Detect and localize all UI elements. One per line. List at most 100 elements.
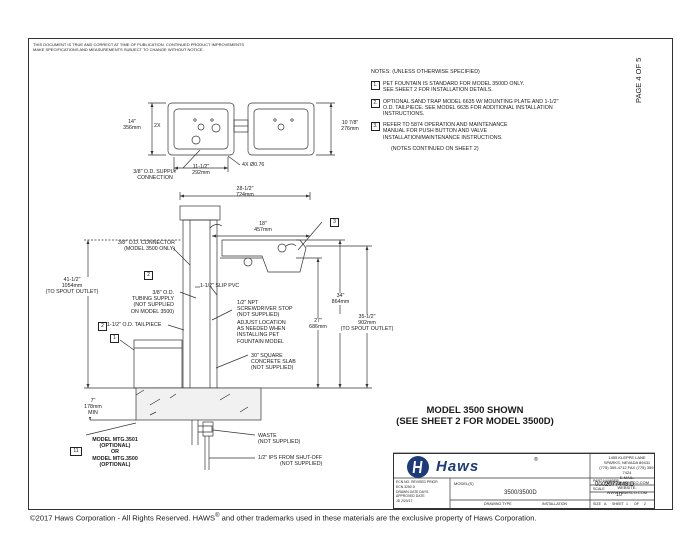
dim-inch: 34" [336, 293, 345, 299]
front-min-depth: 7" 178mm MIN [80, 398, 106, 417]
note-item-2: 2. OPTIONAL SAND TRAP MODEL 6635 W/ MOUN… [371, 98, 601, 118]
label-line: FOUNTAIN MODEL [237, 338, 284, 345]
label-line: 1/2" IPS FROM SHUT-OFF [258, 455, 323, 461]
disclaimer: THIS DOCUMENT IS TRUE AND CORRECT AT TIM… [33, 42, 293, 52]
front-tailpiece: 1-1/2" O.D. TAILPIECE [107, 322, 162, 328]
drawing-type-label: DRAWING TYPE [484, 502, 512, 506]
label-line: OR [111, 449, 119, 456]
of-value: 2 [644, 502, 646, 506]
label-line: (NOT SUPPLIED) [251, 365, 294, 372]
label-line: AS NEEDED WHEN [237, 326, 286, 333]
disclaimer-line: MAKE SPECIFICATIONS AND MEASUREMENTS SUB… [33, 47, 204, 52]
supply-line: CONNECTION [137, 175, 173, 182]
notes-title: NOTES: (UNLESS OTHERWISE SPECIFIED) [371, 69, 480, 75]
sand-trap [133, 339, 183, 389]
size-value: A [604, 502, 607, 506]
label-line: ON MODEL 3500) [130, 308, 174, 315]
front-slab: 30" SQUARE CONCRETE SLAB (NOT SUPPLIED) [251, 353, 296, 372]
label-line: MODEL MTG.3500 [92, 455, 138, 462]
notes-block: NOTES: (UNLESS OTHERWISE SPECIFIED) 1. P… [371, 69, 601, 152]
dim-inch: 10 7/8" [341, 120, 359, 126]
label-line: (NOT SUPPLIED) [237, 312, 280, 319]
part-label: PART NUMBER [593, 479, 619, 483]
address-line: E-MAIL: HAWS@HAWSCO.COM [604, 475, 650, 485]
registered-mark: ® [215, 513, 220, 519]
label-line: (OPTIONAL) [99, 461, 131, 468]
label-line: (NOT SUPPLIED [133, 302, 174, 309]
top-supply: 3/8" O.D. SUPPLY CONNECTION [120, 169, 190, 181]
haws-logo-icon [407, 456, 429, 478]
supply-line: 3/8" O.D. SUPPLY [133, 169, 177, 175]
dim-inch: 7" [90, 398, 96, 404]
front-ips: 1/2" IPS FROM SHUT-OFF (NOT SUPPLIED) [258, 455, 322, 467]
part-value: 0002077448.D [595, 482, 635, 488]
model-heading: MODEL 3500 SHOWN (SEE SHEET 2 FOR MODEL … [380, 405, 570, 427]
dim-inch: 35-1/2" [358, 314, 376, 320]
revision-row: DRAWN DATE DAYS [396, 489, 429, 494]
note-line: REFER TO 5874 OPERATION AND MAINTENANCE [383, 122, 508, 129]
label-line: INSTALLING PET [237, 332, 280, 339]
callout-tag: 2 [98, 322, 107, 331]
drawing-border [28, 38, 673, 510]
top-dim-count: 2X [154, 123, 161, 129]
label-line: (OPTIONAL) [99, 443, 131, 450]
label-line: CONCRETE SLAB [251, 359, 296, 366]
copyright-text: and other trademarks used in these mater… [221, 513, 537, 523]
top-view-bowl-right [247, 102, 315, 156]
front-width-total: 28-1/2" 724mm [230, 186, 260, 198]
label-line: WASTE [258, 433, 277, 439]
label-line: 3/8" O.D. CONNECTOR [117, 240, 175, 246]
front-width-18: 18" 457mm [248, 221, 278, 233]
dim-mm: 864mm [331, 299, 350, 306]
sheet-value: 1 [626, 502, 628, 506]
front-waste: WASTE (NOT SUPPLIED) [258, 433, 300, 445]
front-tubing: 3/8" O.D. TUBING SUPPLY (NOT SUPPLIED ON… [108, 290, 174, 315]
revision-row: APPROVED DATE [396, 494, 425, 499]
front-height-27: 27" 686mm [305, 318, 331, 331]
label-line: (MODEL 3500 ONLY) [124, 246, 175, 253]
note-line: INSTRUCTIONS. [383, 111, 425, 118]
front-npt: 1/2" NPT SCREWDRIVER STOP (NOT SUPPLIED) [237, 300, 293, 319]
note-line: O.D. TAILPIECE. SEE MODEL 6635 FOR ADDIT… [383, 104, 553, 111]
address-line: WEBSITE: WWW.HAWSCO.COM [606, 485, 648, 495]
of-label: OF [634, 502, 639, 506]
dim-mm: 902mm [358, 320, 376, 327]
note-line: OPTIONAL SAND TRAP MODEL 6635 W/ MOUNTIN… [383, 98, 559, 105]
front-slip-pvc: 1-1/2" SLIP PVC [200, 283, 240, 289]
model-heading-line: MODEL 3500 SHOWN [426, 405, 524, 416]
notes-continued: (NOTES CONTINUED ON SHEET 2) [391, 145, 479, 152]
brand-wordmark: Haws [436, 458, 480, 475]
note-line: INSTALLATION/MAINTENANCE INSTRUCTIONS. [383, 134, 503, 141]
revision-row: ECN 3250 D [396, 484, 416, 489]
copyright: ©2017 Haws Corporation - All Rights Rese… [30, 513, 537, 523]
dim-inch: 41-1/2" [63, 277, 81, 283]
dim-note: (TO SPOUT OUTLET) [340, 326, 394, 333]
address-line: SPARKS, NEVADA 89431 [603, 460, 651, 465]
dim-inch: 28-1/2" [236, 186, 254, 192]
front-bowl [221, 239, 307, 273]
dim-inch: 27" [314, 318, 322, 324]
note-number: 3. [371, 122, 380, 132]
pedestal-cap [179, 205, 221, 221]
size-label: SIZE [593, 502, 601, 506]
dim-mm: 1054mm [61, 283, 83, 290]
callout-tag: 2 [144, 271, 153, 280]
label-line: TUBING SUPPLY [132, 296, 174, 303]
company-address: 1455 KLEPPE LANE SPARKS, NEVADA 89431 (7… [598, 455, 656, 495]
drawing-type-value: INSTALLATION [542, 502, 568, 506]
disclaimer-line: THIS DOCUMENT IS TRUE AND CORRECT AT TIM… [33, 42, 244, 47]
label-line: (NOT SUPPLIED) [258, 439, 301, 446]
front-adjust: ADJUST LOCATION AS NEEDED WHEN INSTALLIN… [237, 320, 286, 345]
sheet-label: SHEET [612, 502, 624, 506]
note-number: 1. [371, 81, 380, 91]
front-height-spout-right: 35-1/2" 902mm (TO SPOUT OUTLET) [336, 314, 398, 333]
top-view-bowl-left [167, 102, 235, 156]
dim-mm: 276mm [341, 126, 359, 133]
dim-mm: 686mm [309, 324, 327, 331]
callout-tag: 11 [70, 447, 82, 456]
note-line: PET FOUNTAIN IS STANDARD FOR MODEL 3500D… [383, 81, 525, 88]
model-label: MODEL(S) [454, 481, 474, 486]
revision-table: ECN NO. REVISED PRIOR ECN 3250 D DRAWN D… [396, 480, 438, 504]
label-line: 30" SQUARE [251, 353, 283, 359]
